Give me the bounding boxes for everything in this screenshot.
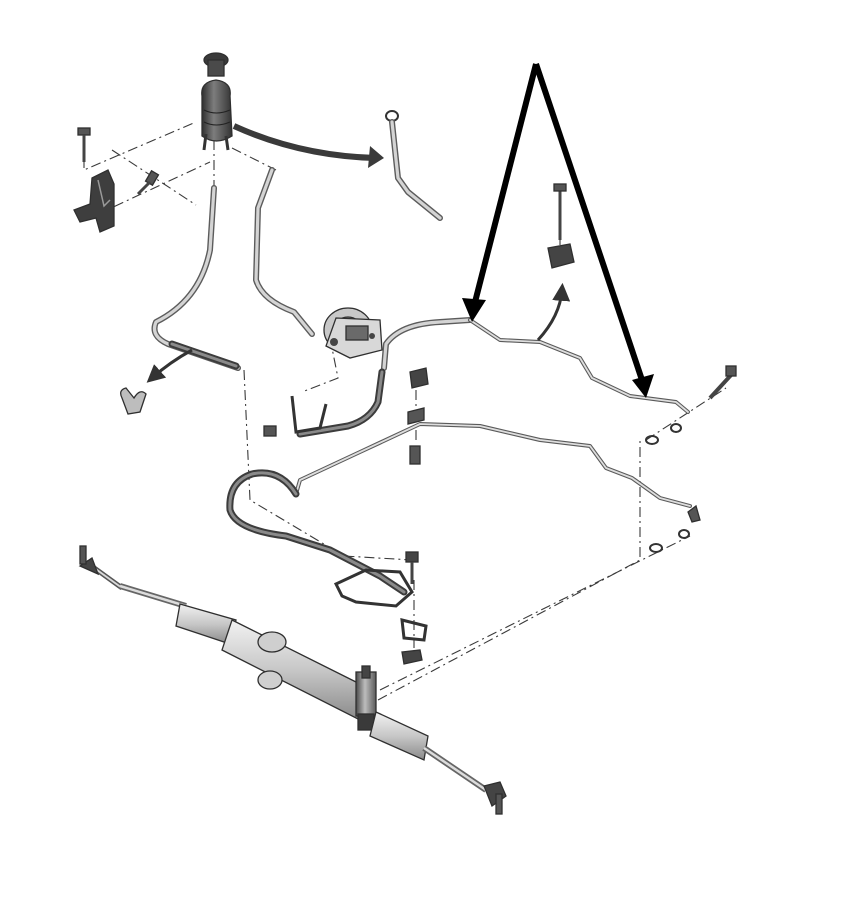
power-steering-pump-icon <box>323 307 383 359</box>
pipe-bracket-icon <box>333 551 428 665</box>
small-arrow-icon <box>536 282 571 342</box>
cooling-pipe-upper-icon <box>468 318 690 414</box>
assembly-line <box>83 121 197 171</box>
rack-boot-icon <box>369 711 429 761</box>
pressure-hose-icon <box>263 317 473 438</box>
hose-clip-icon <box>120 387 147 415</box>
fitting-icon <box>263 425 277 437</box>
assembly-line <box>301 337 339 393</box>
assembly-line <box>95 149 211 216</box>
callout-arrows <box>462 63 654 398</box>
return-pipe-icon <box>226 422 692 596</box>
return-hose-icon <box>151 185 241 371</box>
filler-neck-icon <box>385 110 443 221</box>
assembly-line <box>243 369 413 561</box>
callout-arrow-left <box>471 63 539 307</box>
bolt-icon <box>708 365 737 400</box>
fluid-reservoir-icon <box>201 52 233 151</box>
assembly-line <box>231 147 277 171</box>
small-arrow-icon <box>146 348 193 383</box>
assembly-line <box>645 387 727 441</box>
bolt-icon <box>77 127 91 162</box>
mounting-bracket-icon <box>73 169 115 233</box>
arrow-head-icon <box>368 146 384 168</box>
pipe-bracket-icon <box>407 367 429 465</box>
pipe-clamp-icon <box>547 183 575 269</box>
supply-hose-icon <box>253 167 315 337</box>
bolt-icon <box>136 169 160 196</box>
o-ring-icon <box>645 423 701 553</box>
callout-arrow-right <box>533 63 645 381</box>
rack-housing-icon <box>221 619 373 721</box>
steering-rack-icon <box>78 545 507 815</box>
curved-arrow-icon <box>232 123 377 161</box>
callout-arrow-right-head-icon <box>632 374 654 398</box>
callout-arrow-left-head-icon <box>462 298 486 322</box>
tie-rod-end-icon <box>483 781 507 808</box>
assembly-line <box>379 535 691 691</box>
